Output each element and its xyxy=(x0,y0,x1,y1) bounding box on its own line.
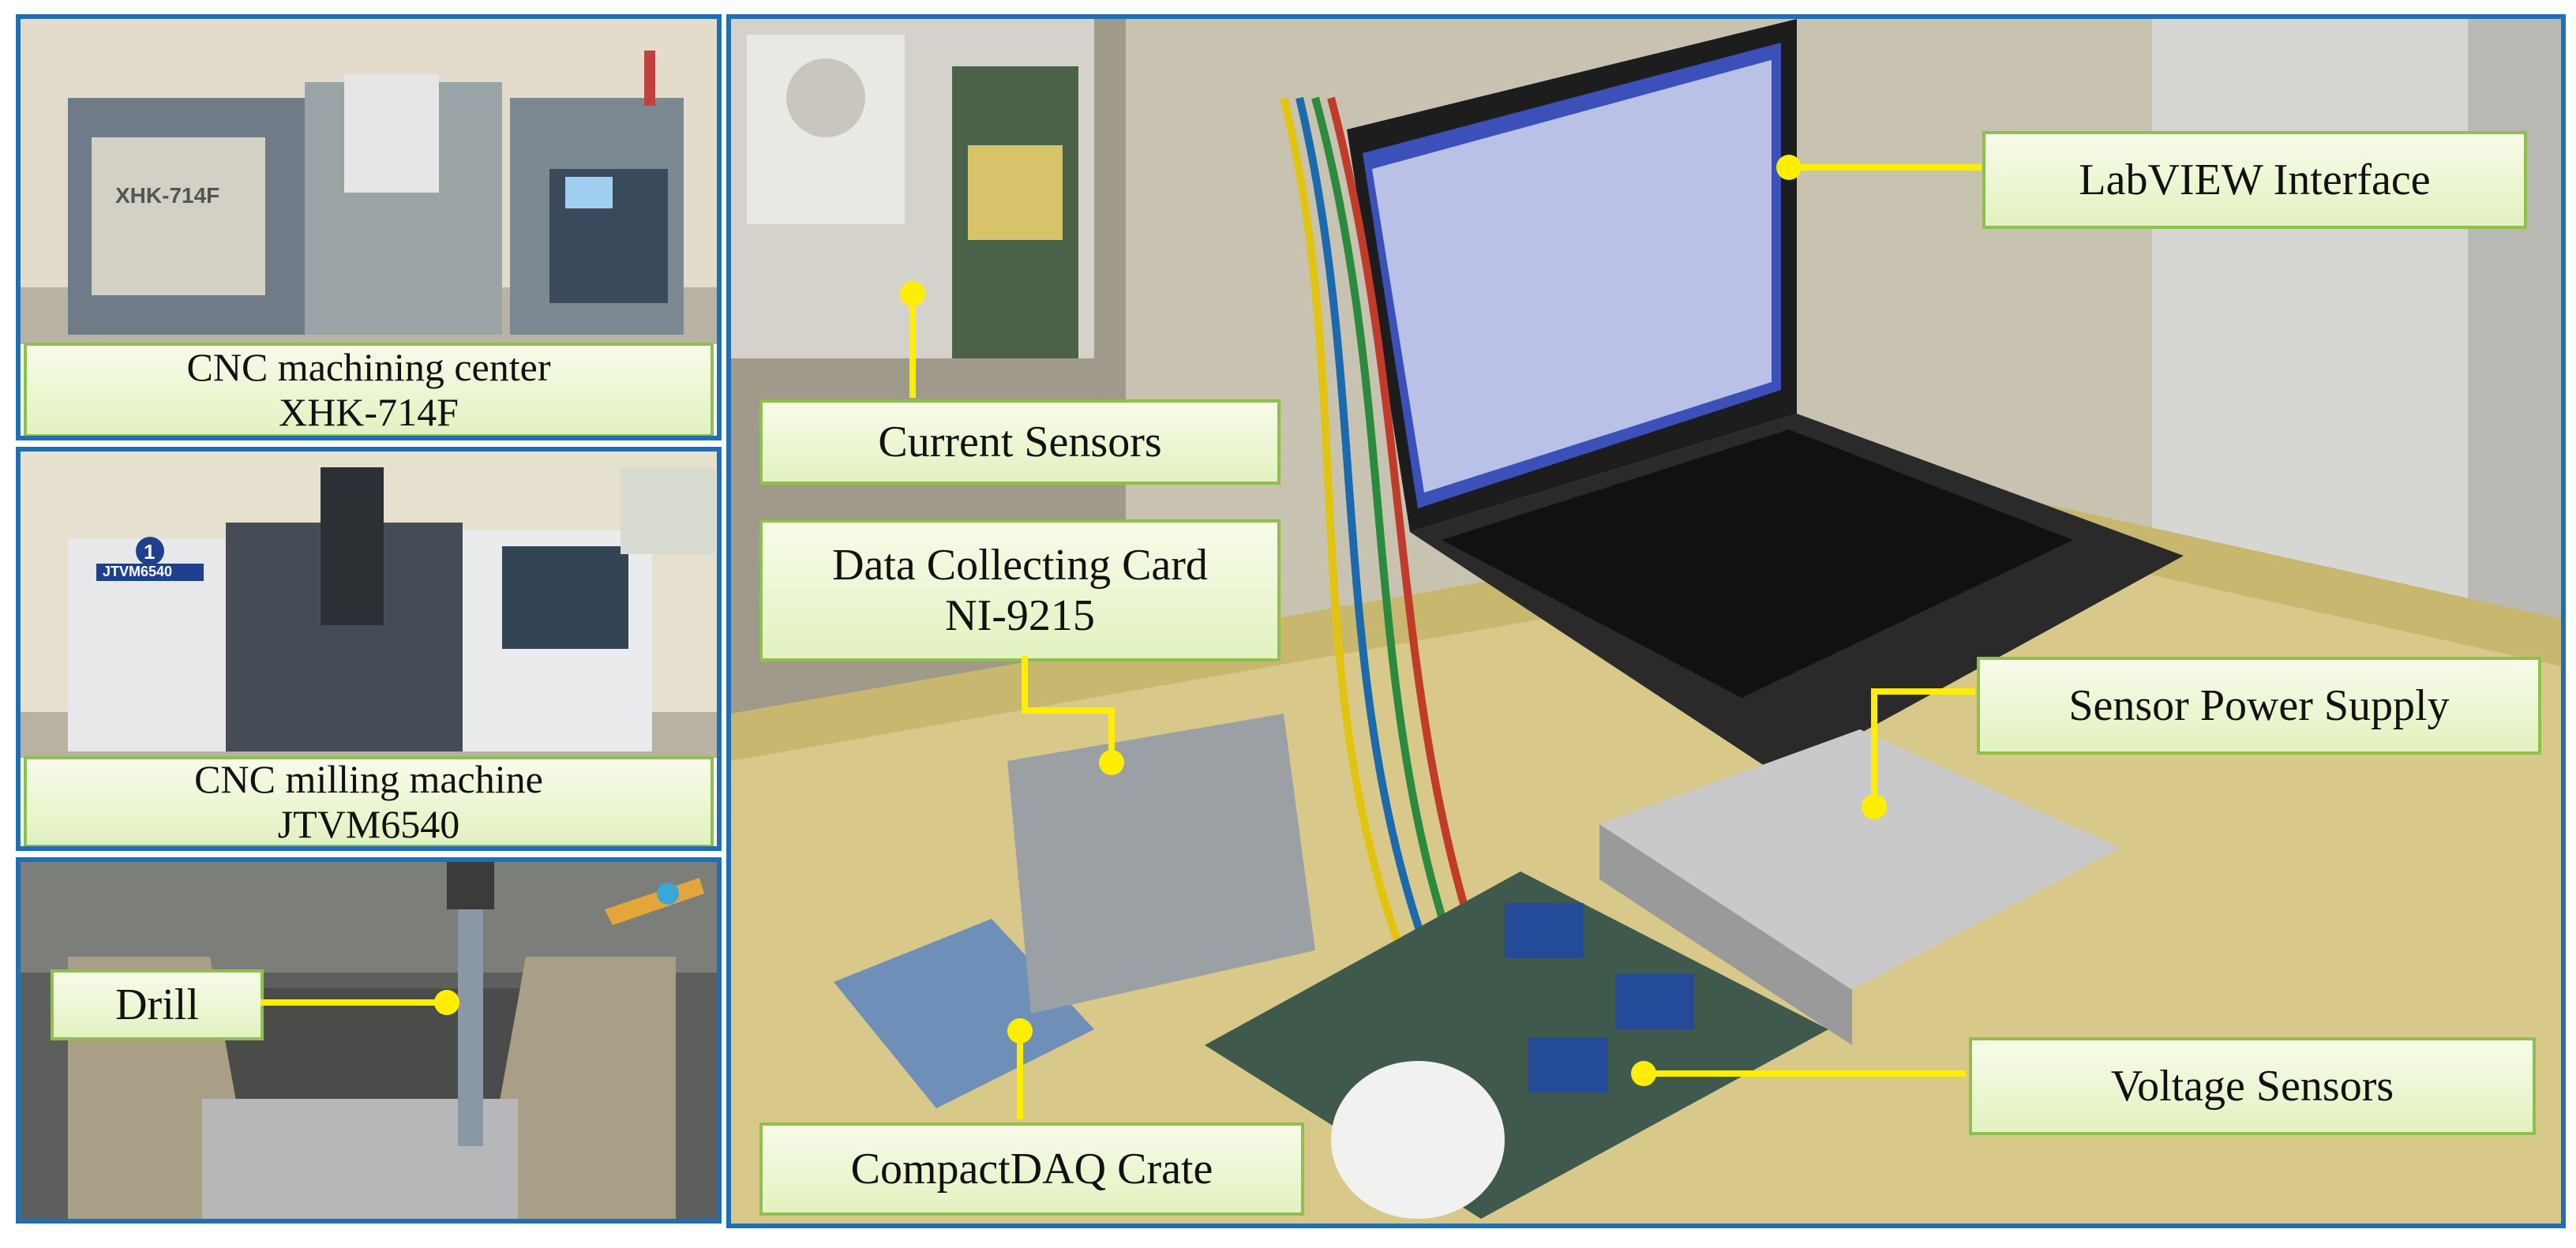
panel-drill: Drill xyxy=(16,857,722,1224)
drill-illustration xyxy=(21,862,717,1219)
machine-badge-jtvm6540: JTVM6540 xyxy=(103,564,173,579)
data-collecting-card-label: Data Collecting Card NI-9215 xyxy=(759,519,1281,661)
machine-badge-xhk714f: XHK-714F xyxy=(115,183,220,208)
data-collecting-card-label-line2: NI-9215 xyxy=(945,591,1095,640)
compactdaq-crate-label: CompactDAQ Crate xyxy=(759,1122,1304,1216)
cnc-milling-machine-label-line1: CNC milling machine xyxy=(194,756,543,801)
panel-cnc-milling-machine: 1 JTVM6540 CNC milling machine JTVM6540 xyxy=(16,447,722,851)
labview-interface-label: LabVIEW Interface xyxy=(1982,131,2527,229)
cnc-machining-center-label: CNC machining center XHK-714F xyxy=(24,343,714,436)
current-sensors-label-text: Current Sensors xyxy=(878,417,1162,467)
sensor-power-supply-label-text: Sensor Power Supply xyxy=(2068,680,2450,730)
current-sensors-label: Current Sensors xyxy=(759,399,1281,485)
cnc-machining-center-label-line1: CNC machining center xyxy=(186,344,551,389)
drill-label: Drill xyxy=(51,969,264,1040)
cnc-milling-machine-illustration xyxy=(21,452,717,758)
cnc-milling-machine-photo: 1 JTVM6540 xyxy=(21,452,717,758)
panel-cnc-machining-center: XHK-714F CNC machining center XHK-714F xyxy=(16,14,722,440)
drill-photo xyxy=(21,862,717,1219)
compactdaq-crate-label-text: CompactDAQ Crate xyxy=(850,1144,1213,1194)
data-collecting-card-label-line1: Data Collecting Card xyxy=(832,540,1208,590)
labview-interface-label-text: LabVIEW Interface xyxy=(2079,155,2431,204)
cnc-machining-center-label-line2: XHK-714F xyxy=(279,390,459,434)
voltage-sensors-label: Voltage Sensors xyxy=(1969,1037,2536,1135)
drill-label-text: Drill xyxy=(115,980,199,1029)
cnc-milling-machine-label-line2: JTVM6540 xyxy=(277,802,460,846)
cnc-milling-machine-label: CNC milling machine JTVM6540 xyxy=(24,756,714,846)
number-badge: 1 xyxy=(144,540,156,564)
voltage-sensors-label-text: Voltage Sensors xyxy=(2110,1061,2394,1111)
panel-main-setup: LabVIEW Interface Current Sensors Data C… xyxy=(726,14,2566,1228)
cnc-machining-center-photo: XHK-714F xyxy=(21,19,717,344)
cnc-machining-center-illustration xyxy=(21,19,717,344)
sensor-power-supply-label: Sensor Power Supply xyxy=(1977,657,2541,755)
